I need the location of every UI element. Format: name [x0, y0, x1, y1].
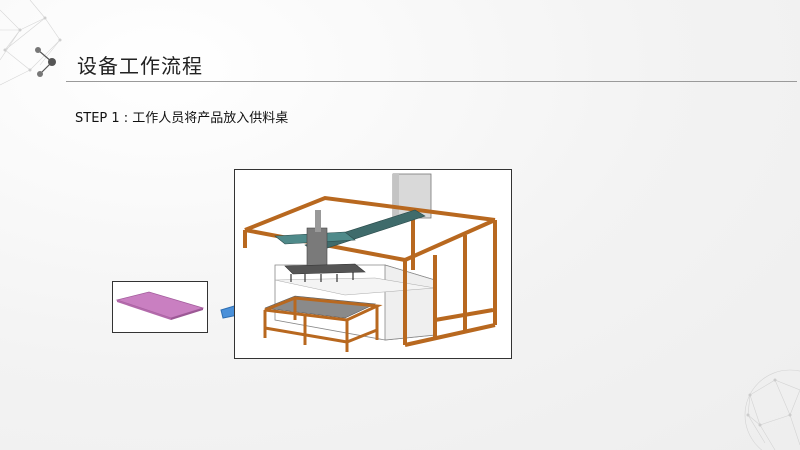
- page-title: 设备工作流程: [77, 54, 203, 78]
- machine-illustration: [243, 173, 497, 352]
- product-image: [112, 281, 208, 333]
- network-node-icon: [35, 47, 56, 77]
- product-plate-illustration: [115, 291, 205, 320]
- network-sphere-decoration-top-left: [0, 0, 62, 86]
- network-sphere-decoration-bottom-right: [744, 369, 800, 450]
- step-description: STEP 1 : 工作人员将产品放入供料桌: [75, 111, 289, 126]
- header-divider: [66, 81, 797, 82]
- machine-image: [234, 169, 512, 359]
